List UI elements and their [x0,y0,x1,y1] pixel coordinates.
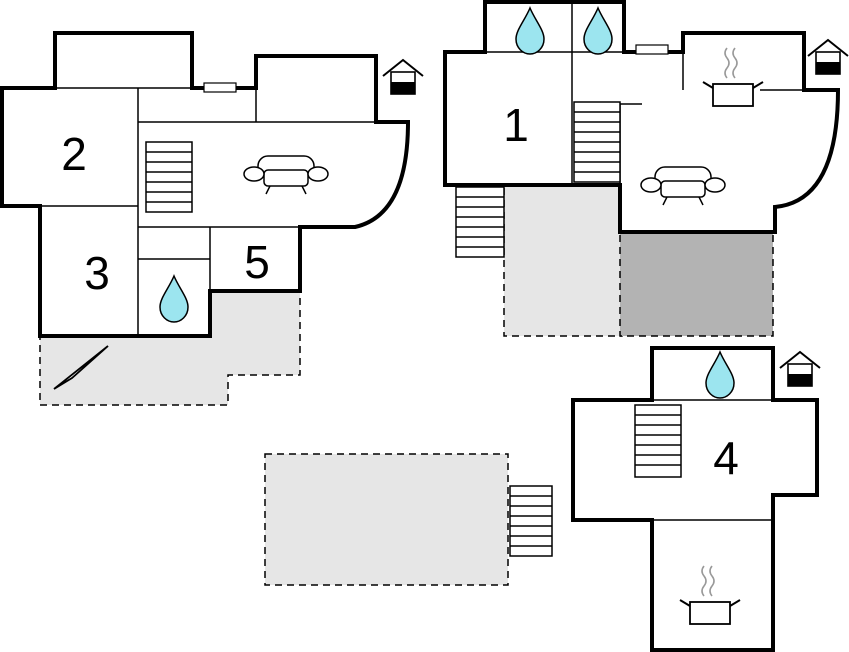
right-house-outline [443,0,841,234]
stairs [145,141,193,213]
stairs [634,404,682,478]
window [203,82,237,93]
room-number-5: 5 [244,236,270,288]
bottom-right-house-inner-walls [652,399,773,521]
stairs [573,101,621,183]
stairs [509,485,553,557]
house-icon [779,351,821,387]
terrace-right-dark [619,231,774,337]
right-house: 1 [443,0,849,337]
house-icon [382,59,424,95]
window [635,44,669,55]
room-number-2: 2 [61,128,87,180]
house-icon [807,39,849,75]
room-number-1: 1 [503,99,529,151]
compass-arrow-icon [53,345,109,390]
left-house-outline [0,31,411,338]
room-number-4: 4 [713,432,739,484]
left-house: 2 3 5 [0,31,424,406]
stairs [455,186,505,258]
room-number-3: 3 [84,247,110,299]
terrace-right-light [503,184,623,337]
left-house-inner-walls [2,87,376,336]
bottom-right-house: 4 [571,346,821,652]
pool-terrace [264,453,553,586]
